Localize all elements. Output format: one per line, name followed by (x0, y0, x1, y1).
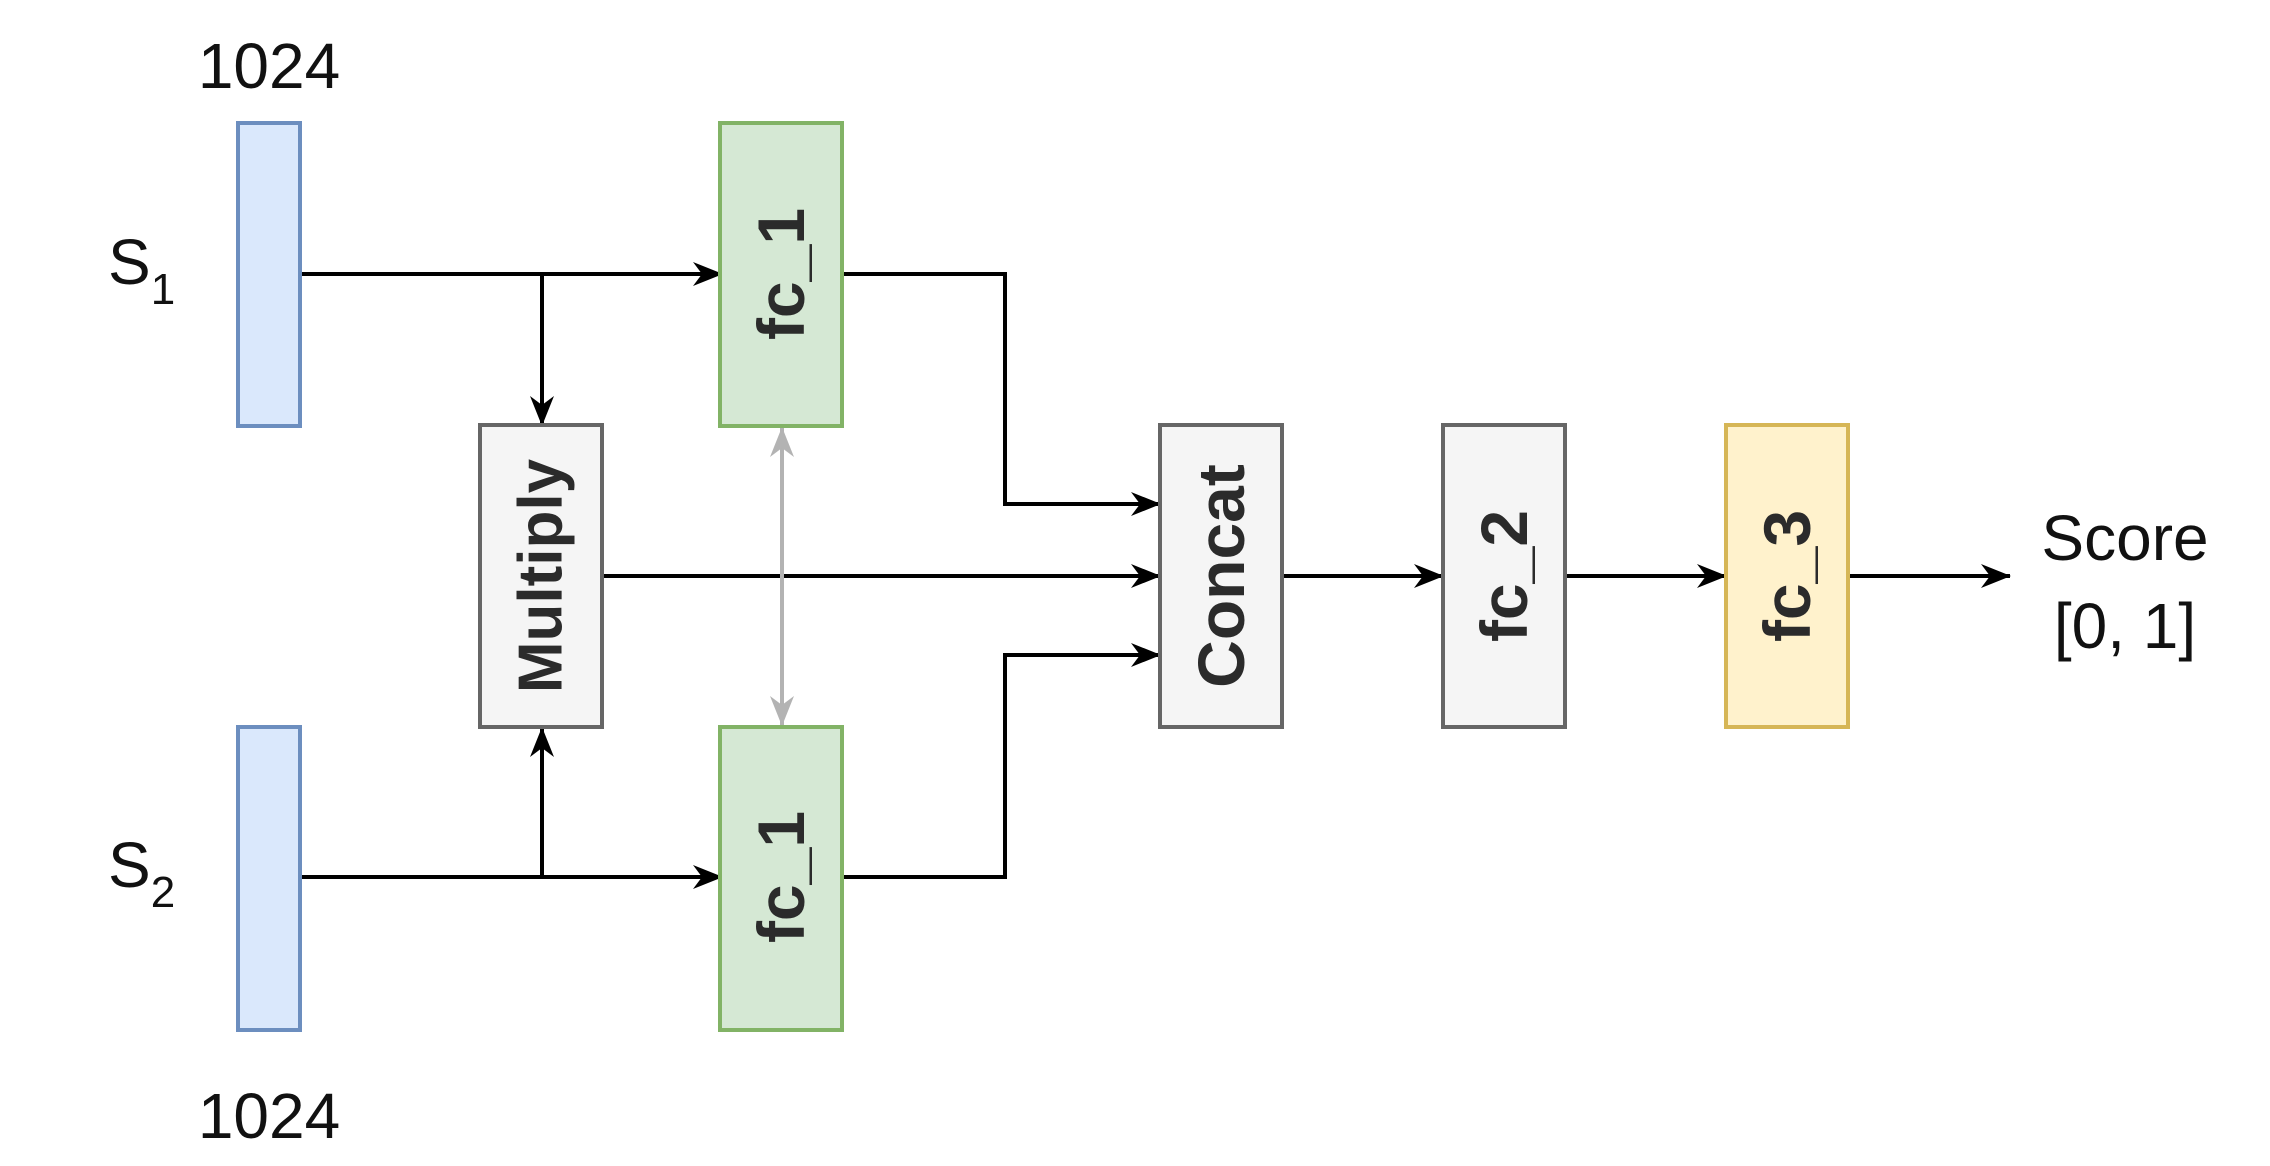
concat-box (1158, 423, 1284, 729)
fc1-top-label: fc_1 (744, 208, 818, 340)
score-range-label: [0, 1] (2054, 590, 2196, 662)
s2-letter: S (108, 829, 151, 901)
arrow-fc1-top-to-concat (842, 272, 1161, 516)
fc2-label: fc_2 (1467, 510, 1541, 642)
s1-letter: S (108, 226, 151, 298)
fc1-bottom-label: fc_1 (744, 811, 818, 943)
fc1-top-box (718, 121, 844, 428)
s2-dim-label: 1024 (198, 1080, 340, 1152)
s1-dim-label: 1024 (198, 30, 340, 102)
arrow-fc1-bottom-to-concat (842, 643, 1161, 879)
input-bar-s1 (236, 121, 302, 428)
fc1-bottom-box (718, 725, 844, 1032)
s2-subscript: 2 (151, 868, 175, 917)
score-label: Score (2041, 502, 2208, 574)
fc3-label: fc_3 (1750, 510, 1824, 642)
multiply-box (478, 423, 604, 729)
multiply-label: Multiply (507, 458, 576, 693)
fc2-box (1441, 423, 1567, 729)
s1-subscript: 1 (151, 265, 175, 314)
s1-label: S1 (108, 226, 175, 314)
concat-label: Concat (1184, 464, 1258, 688)
s2-label: S2 (108, 829, 175, 917)
fc3-box (1724, 423, 1850, 729)
input-bar-s2 (236, 725, 302, 1032)
